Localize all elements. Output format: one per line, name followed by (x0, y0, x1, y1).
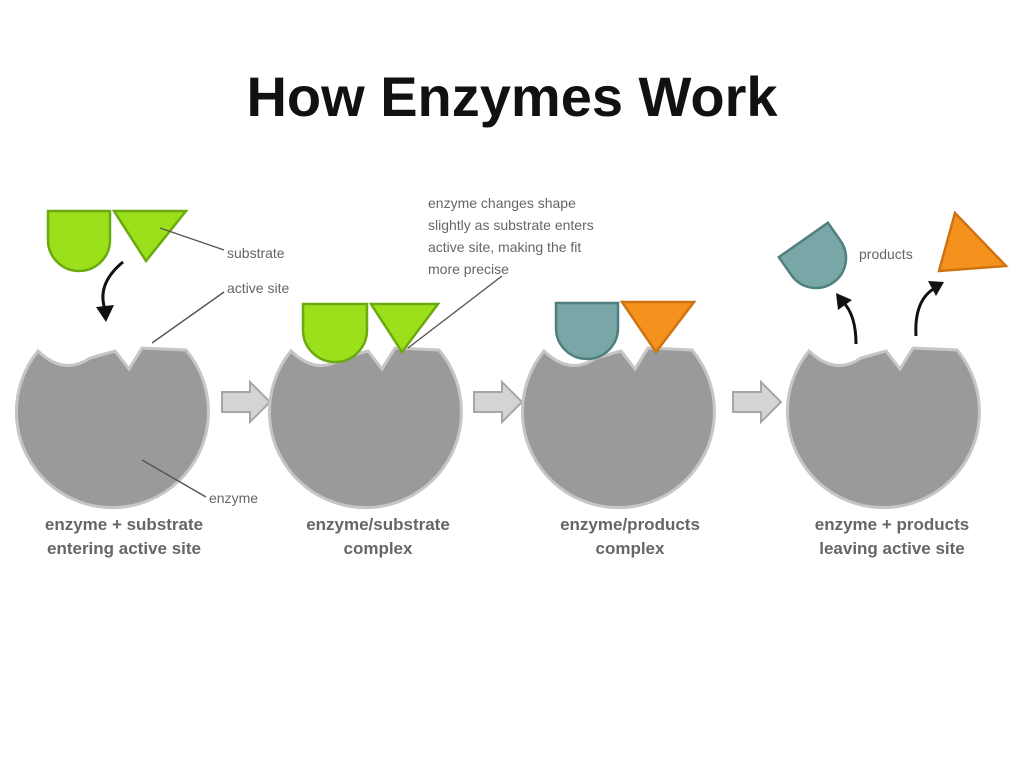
shape-note-line-4: more precise (428, 261, 509, 277)
product-teal (777, 221, 848, 290)
label-active-site: active site (227, 280, 289, 296)
substrate-pointer (159, 227, 225, 251)
step-arrow-2 (473, 379, 524, 425)
leaving-arrow-right (914, 286, 936, 337)
substrate-half-circle (301, 302, 369, 364)
stage-4-caption-line-1: enzyme + products (815, 515, 969, 534)
enzyme-shape-3 (520, 346, 716, 510)
stage-3-caption-line-1: enzyme/products (560, 515, 700, 534)
enzyme-shape-1 (14, 346, 210, 510)
substrate-triangle (111, 209, 189, 264)
shape-note-line-1: enzyme changes shape (428, 195, 576, 211)
enzyme-shape-2 (267, 346, 463, 510)
label-products: products (859, 246, 913, 262)
step-arrow-1 (221, 379, 272, 425)
enzyme-pointer (141, 459, 207, 498)
stage-1-caption-line-2: entering active site (47, 539, 201, 558)
enzyme-shape-4 (785, 346, 981, 510)
leaving-arrow-left (841, 300, 858, 345)
substrate-half-circle (46, 209, 112, 273)
substrate-1 (46, 209, 189, 273)
stage-3-caption-line-2: complex (596, 539, 666, 558)
shape-note-pointer (407, 275, 503, 349)
label-substrate: substrate (227, 245, 285, 261)
stage-3: enzyme/products complex (520, 300, 716, 558)
products-4 (777, 210, 1009, 290)
stage-4: products enzyme + products leaving activ… (777, 210, 1009, 558)
active-site-pointer (151, 291, 225, 344)
step-arrow-3 (732, 379, 783, 425)
products-3 (554, 300, 697, 361)
stage-2-caption-line-2: complex (344, 539, 414, 558)
product-teal (554, 301, 620, 361)
entering-arrow (101, 260, 124, 313)
shape-note-line-3: active site, making the fit (428, 239, 581, 255)
stage-4-caption-line-2: leaving active site (819, 539, 965, 558)
label-enzyme: enzyme (209, 490, 258, 506)
substrate-triangle (368, 302, 441, 355)
leaving-arrow-right-head (928, 281, 944, 296)
product-orange (619, 300, 697, 355)
shape-note-line-2: slightly as substrate enters (428, 217, 594, 233)
slide-title: How Enzymes Work (246, 65, 778, 128)
substrate-2 (301, 302, 441, 364)
entering-arrow-head (96, 305, 114, 322)
stage-2-caption-line-1: enzyme/substrate (306, 515, 450, 534)
stage-1: substrate active site enzyme enzyme + su… (14, 209, 289, 558)
product-orange (937, 210, 1009, 273)
stage-2: enzyme changes shape slightly as substra… (267, 195, 594, 558)
leaving-arrow-left-head (836, 293, 852, 310)
stage-1-caption-line-1: enzyme + substrate (45, 515, 203, 534)
